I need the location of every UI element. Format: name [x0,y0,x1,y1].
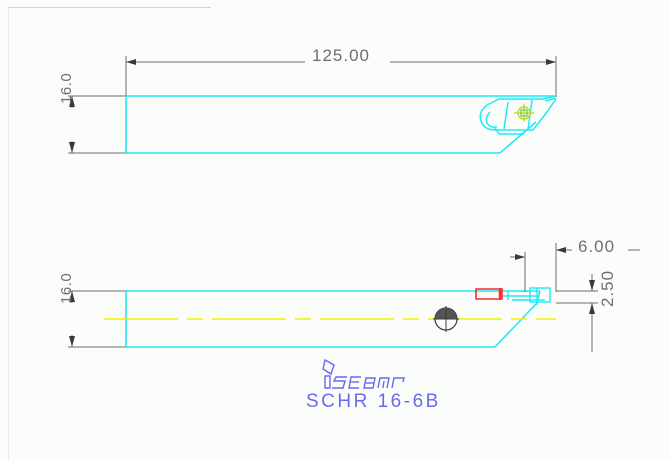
side-view-group [68,243,640,352]
dimension-length-125 [125,56,557,97]
dimension-height-bottom-16 [68,290,126,348]
iscar-logo [322,358,405,389]
window-frame-top-edge [8,7,211,8]
top-view-insert-marker [514,104,534,122]
dimension-label-height-bottom: 16.0 [58,272,75,304]
dimension-label-length: 125.00 [312,46,370,65]
top-view-cutting-head [479,95,557,135]
part-number-label: SCHR 16-6B [306,391,441,412]
top-view-group [68,56,557,154]
dimension-height-top-16 [68,95,126,154]
side-view-insert [475,288,503,300]
side-view-blade-tip [502,287,551,305]
dimension-tip-height-250 [556,274,598,352]
dimension-label-height-top: 16.0 [58,72,75,104]
dimension-label-offset: 6.00 [578,237,616,256]
side-view-section-marker [433,306,459,332]
dimension-label-tip-height: 2.50 [598,269,617,307]
dimension-offset-600 [510,243,640,292]
window-frame-left-edge [8,8,9,460]
top-view-shank-body [125,95,556,154]
